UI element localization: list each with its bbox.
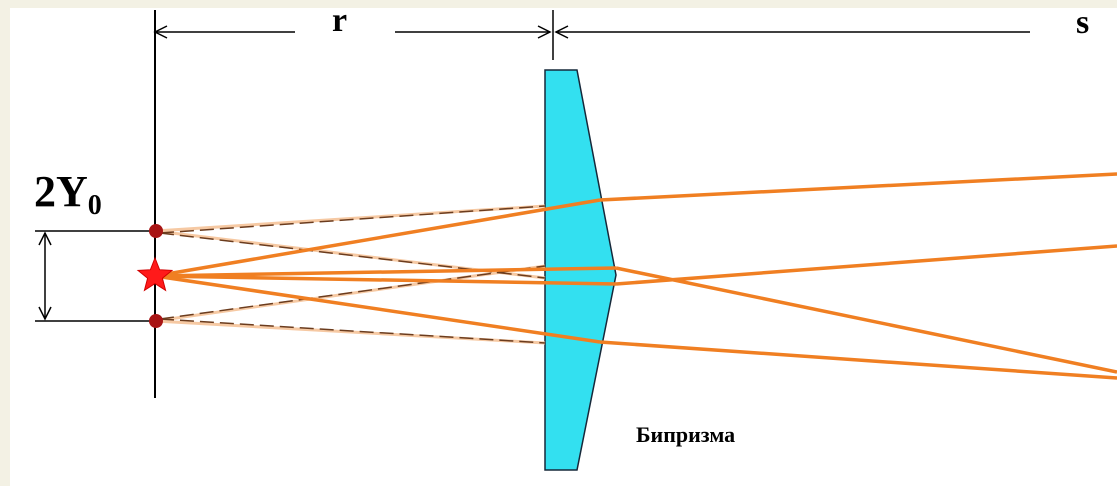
label-s: s	[1076, 4, 1090, 41]
label-r: r	[332, 2, 348, 39]
dimension-r	[153, 25, 552, 39]
red-star-icon	[136, 256, 174, 292]
rays-to-prism	[154, 198, 617, 344]
label-2y0: 2Y0	[34, 170, 102, 220]
label-biprism: Бипризма	[636, 422, 736, 447]
label-2y: 2Y	[34, 167, 88, 216]
label-y-subscript: 0	[87, 190, 102, 221]
virtual-source-dot-icon	[149, 224, 163, 328]
dimension-2y0	[35, 230, 155, 322]
dimension-s	[552, 10, 1030, 60]
rays-after-prism	[599, 172, 1117, 380]
